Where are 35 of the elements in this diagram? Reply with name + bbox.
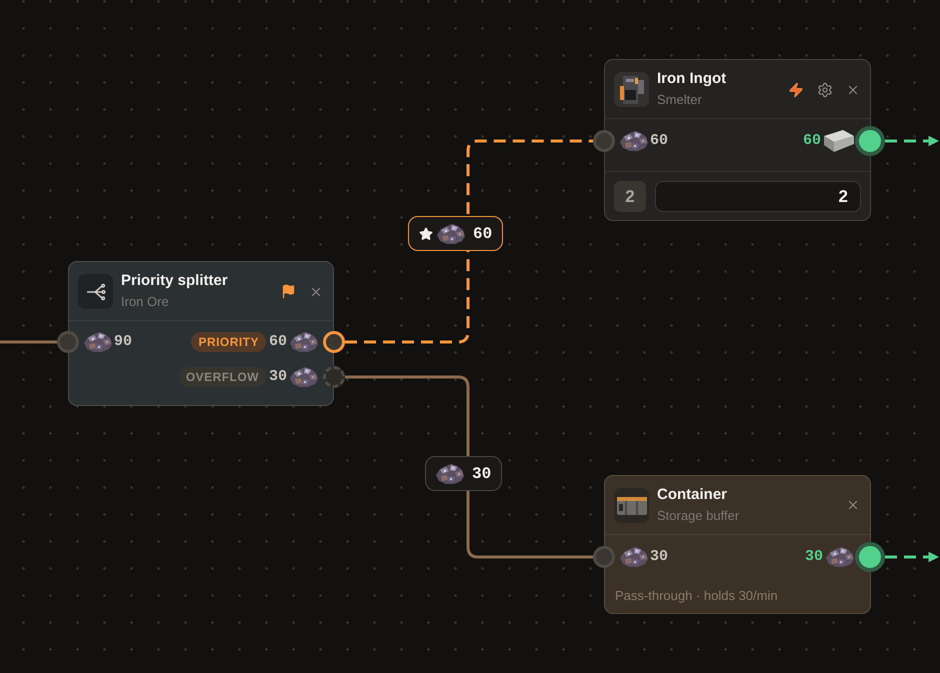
- rate-value: 60: [802, 131, 821, 151]
- splitter-node-card: [68, 261, 334, 406]
- input-port-icon: [593, 130, 615, 152]
- output-mode-label: OVERFLOW: [178, 367, 266, 387]
- node-subtitle: Iron Ore: [121, 293, 169, 311]
- machine-count: 2: [614, 181, 646, 212]
- node-subtitle: Storage buffer: [657, 507, 740, 525]
- node-note: Pass-through · holds 30/min: [614, 587, 779, 605]
- node-title: Container: [657, 485, 728, 505]
- rate-value: 30: [650, 547, 668, 567]
- node-subtitle: Smelter: [657, 91, 702, 109]
- rate-value: 90: [114, 332, 132, 352]
- node-title: Priority splitter: [121, 271, 228, 291]
- edge-label: 30: [472, 464, 492, 484]
- storage-node-card: [604, 475, 871, 614]
- output-port-icon: [855, 542, 885, 572]
- edge-label: 60: [473, 224, 492, 244]
- machine-node-card: [604, 59, 871, 221]
- flow-arrow: [885, 552, 940, 562]
- flow-arrow: [885, 136, 940, 146]
- output-port-icon: [323, 366, 345, 388]
- rate-value: 60: [650, 131, 668, 151]
- node-title: Iron Ingot: [657, 69, 726, 89]
- flow-line: [0, 340, 57, 344]
- output-mode-label: PRIORITY: [191, 332, 266, 352]
- output-port-icon: [855, 126, 885, 156]
- number-input-field: 2: [655, 181, 861, 212]
- rate-value: 30: [804, 547, 823, 567]
- rate-value: 60: [268, 332, 287, 352]
- flow-line: [345, 376, 593, 558]
- flow-line: [345, 140, 593, 344]
- rate-value: 30: [268, 367, 287, 387]
- output-port-icon: [323, 331, 345, 353]
- input-port-icon: [593, 546, 615, 568]
- input-port-icon: [57, 331, 79, 353]
